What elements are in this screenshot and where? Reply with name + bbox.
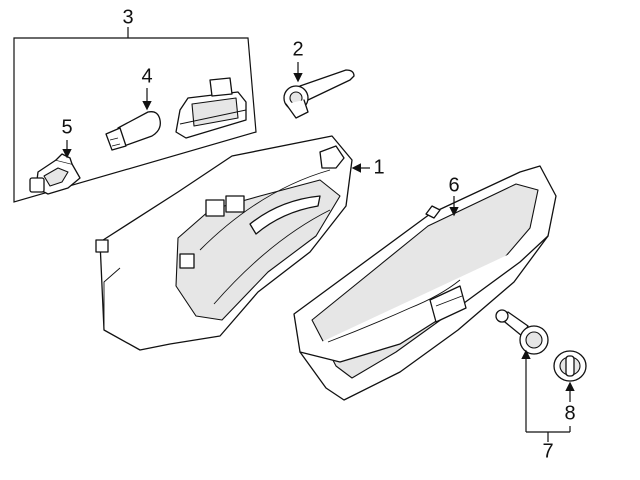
part-4-bulb	[105, 111, 161, 151]
callout-3: 3	[122, 6, 133, 28]
callout-4: 4	[141, 65, 152, 87]
part-3-lamp-housing	[175, 77, 247, 139]
callout-7-bracket	[521, 349, 571, 442]
part-1-glove-box-housing	[95, 135, 353, 351]
part-6-glove-box-door	[293, 165, 557, 401]
callout-6: 6	[448, 174, 459, 196]
part-7-lock-cylinder	[495, 309, 549, 355]
callout-5: 5	[61, 116, 72, 138]
callout-7: 7	[542, 440, 553, 462]
callout-1: 1	[373, 156, 384, 178]
part-2-latch-rod	[283, 69, 355, 119]
part-8-lock-cover	[553, 350, 587, 382]
callout-3-group-box	[13, 27, 257, 203]
part-5-bulb-socket	[29, 153, 81, 195]
callout-2: 2	[292, 38, 303, 60]
callout-8: 8	[564, 402, 575, 424]
